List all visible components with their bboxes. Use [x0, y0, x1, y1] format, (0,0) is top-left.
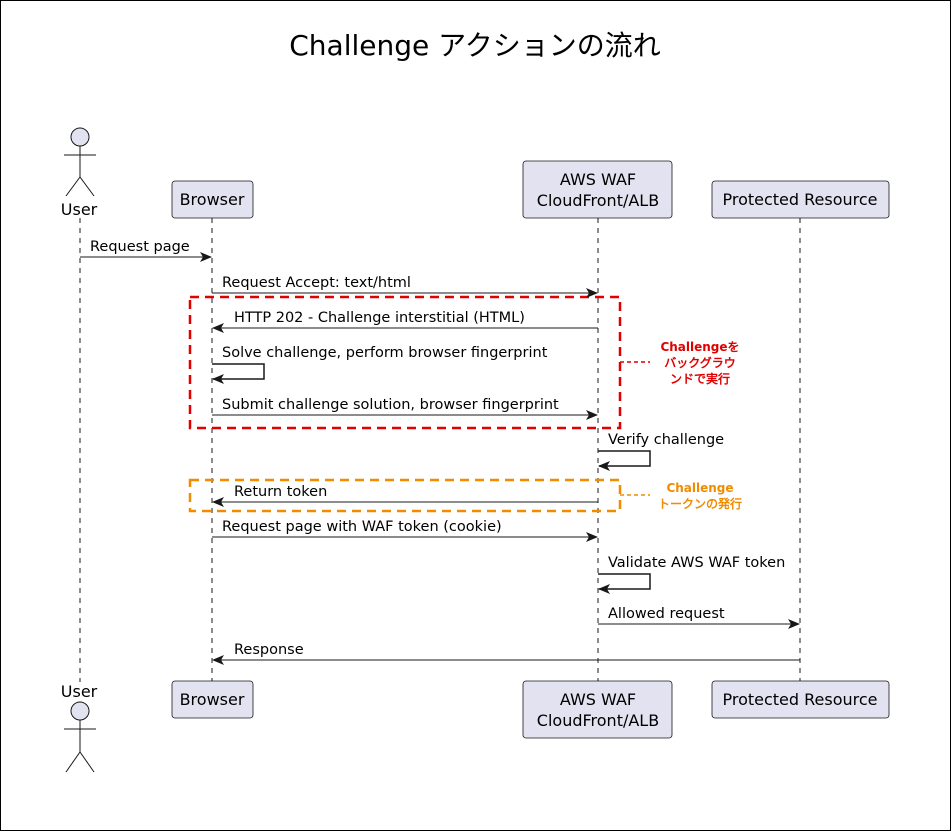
participant-browser-top: Browser: [171, 180, 254, 219]
participant-label: Browser: [180, 190, 245, 209]
token-issue-box: [188, 478, 622, 513]
message-self-arrow: [598, 450, 651, 471]
message-label: Validate AWS WAF token: [608, 555, 785, 571]
participant-label-line-1: AWS WAF: [560, 170, 636, 189]
participant-label-line-1: AWS WAF: [560, 690, 636, 709]
background-note-line-2: バックグラウ: [664, 355, 736, 370]
message-label: Request Accept: text/html: [222, 275, 411, 291]
message-self-arrow: [212, 363, 265, 384]
message-label: Solve challenge, perform browser fingerp…: [222, 345, 548, 361]
message-response: Response: [212, 642, 800, 665]
participant-label: User: [61, 200, 98, 219]
participant-waf-bottom: AWS WAF CloudFront/ALB: [522, 680, 673, 739]
message-label: Response: [234, 642, 304, 658]
message-http-202: HTTP 202 - Challenge interstitial (HTML): [212, 310, 598, 333]
message-solve-challenge: Solve challenge, perform browser fingerp…: [212, 345, 548, 384]
participant-user-bottom: User: [61, 682, 98, 773]
message-allowed-request: Allowed request: [598, 606, 800, 629]
diagram-title: Challenge アクションの流れ: [289, 29, 661, 62]
background-note-line-3: ンドで実行: [670, 371, 730, 386]
participant-user-top: User: [61, 127, 98, 219]
message-label: Request page: [90, 239, 190, 255]
participant-label: Protected Resource: [722, 690, 877, 709]
message-self-arrow: [598, 573, 651, 594]
background-execution-note: Challengeを バックグラウ ンドで実行: [660, 340, 739, 386]
lifelines: [79, 218, 801, 682]
participant-label: User: [61, 682, 98, 701]
participant-browser-bottom: Browser: [171, 680, 254, 719]
message-label: HTTP 202 - Challenge interstitial (HTML): [234, 310, 525, 326]
token-note-line-1: Challenge: [666, 481, 733, 495]
actor-icon: [64, 701, 96, 773]
message-label: Allowed request: [608, 606, 725, 622]
participant-label: Protected Resource: [722, 190, 877, 209]
actor-icon: [64, 127, 96, 197]
message-request-with-token: Request page with WAF token (cookie): [212, 519, 598, 542]
token-issue-note: Challenge トークンの発行: [658, 481, 742, 511]
participant-label-line-2: CloudFront/ALB: [537, 191, 659, 210]
message-request-page: Request page: [80, 239, 212, 262]
message-verify-challenge: Verify challenge: [598, 432, 724, 471]
message-label: Request page with WAF token (cookie): [222, 519, 502, 535]
message-validate-token: Validate AWS WAF token: [598, 555, 785, 594]
message-label: Submit challenge solution, browser finge…: [222, 397, 559, 413]
participant-resource-bottom: Protected Resource: [711, 680, 890, 719]
message-return-token: Return token: [212, 484, 598, 507]
message-label: Return token: [234, 484, 327, 500]
message-label: Verify challenge: [608, 432, 724, 448]
token-note-line-2: トークンの発行: [658, 496, 742, 511]
participant-waf-top: AWS WAF CloudFront/ALB: [522, 160, 673, 219]
messages: Request page Request Accept: text/html H…: [80, 239, 800, 665]
participant-resource-top: Protected Resource: [711, 180, 890, 219]
participant-label: Browser: [180, 690, 245, 709]
message-request-accept: Request Accept: text/html: [212, 275, 598, 298]
background-note-line-1: Challengeを: [660, 340, 739, 354]
message-submit-solution: Submit challenge solution, browser finge…: [212, 397, 598, 420]
participant-label-line-2: CloudFront/ALB: [537, 711, 659, 730]
